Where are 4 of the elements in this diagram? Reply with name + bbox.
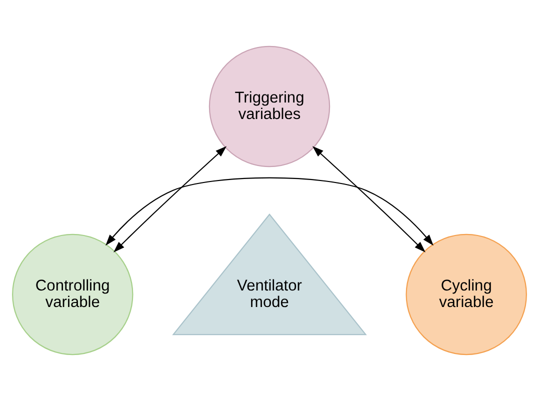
- node-circle: Triggering variables: [208, 45, 330, 167]
- arrow: [114, 146, 227, 252]
- arrow: [312, 146, 426, 252]
- arrow: [106, 176, 434, 246]
